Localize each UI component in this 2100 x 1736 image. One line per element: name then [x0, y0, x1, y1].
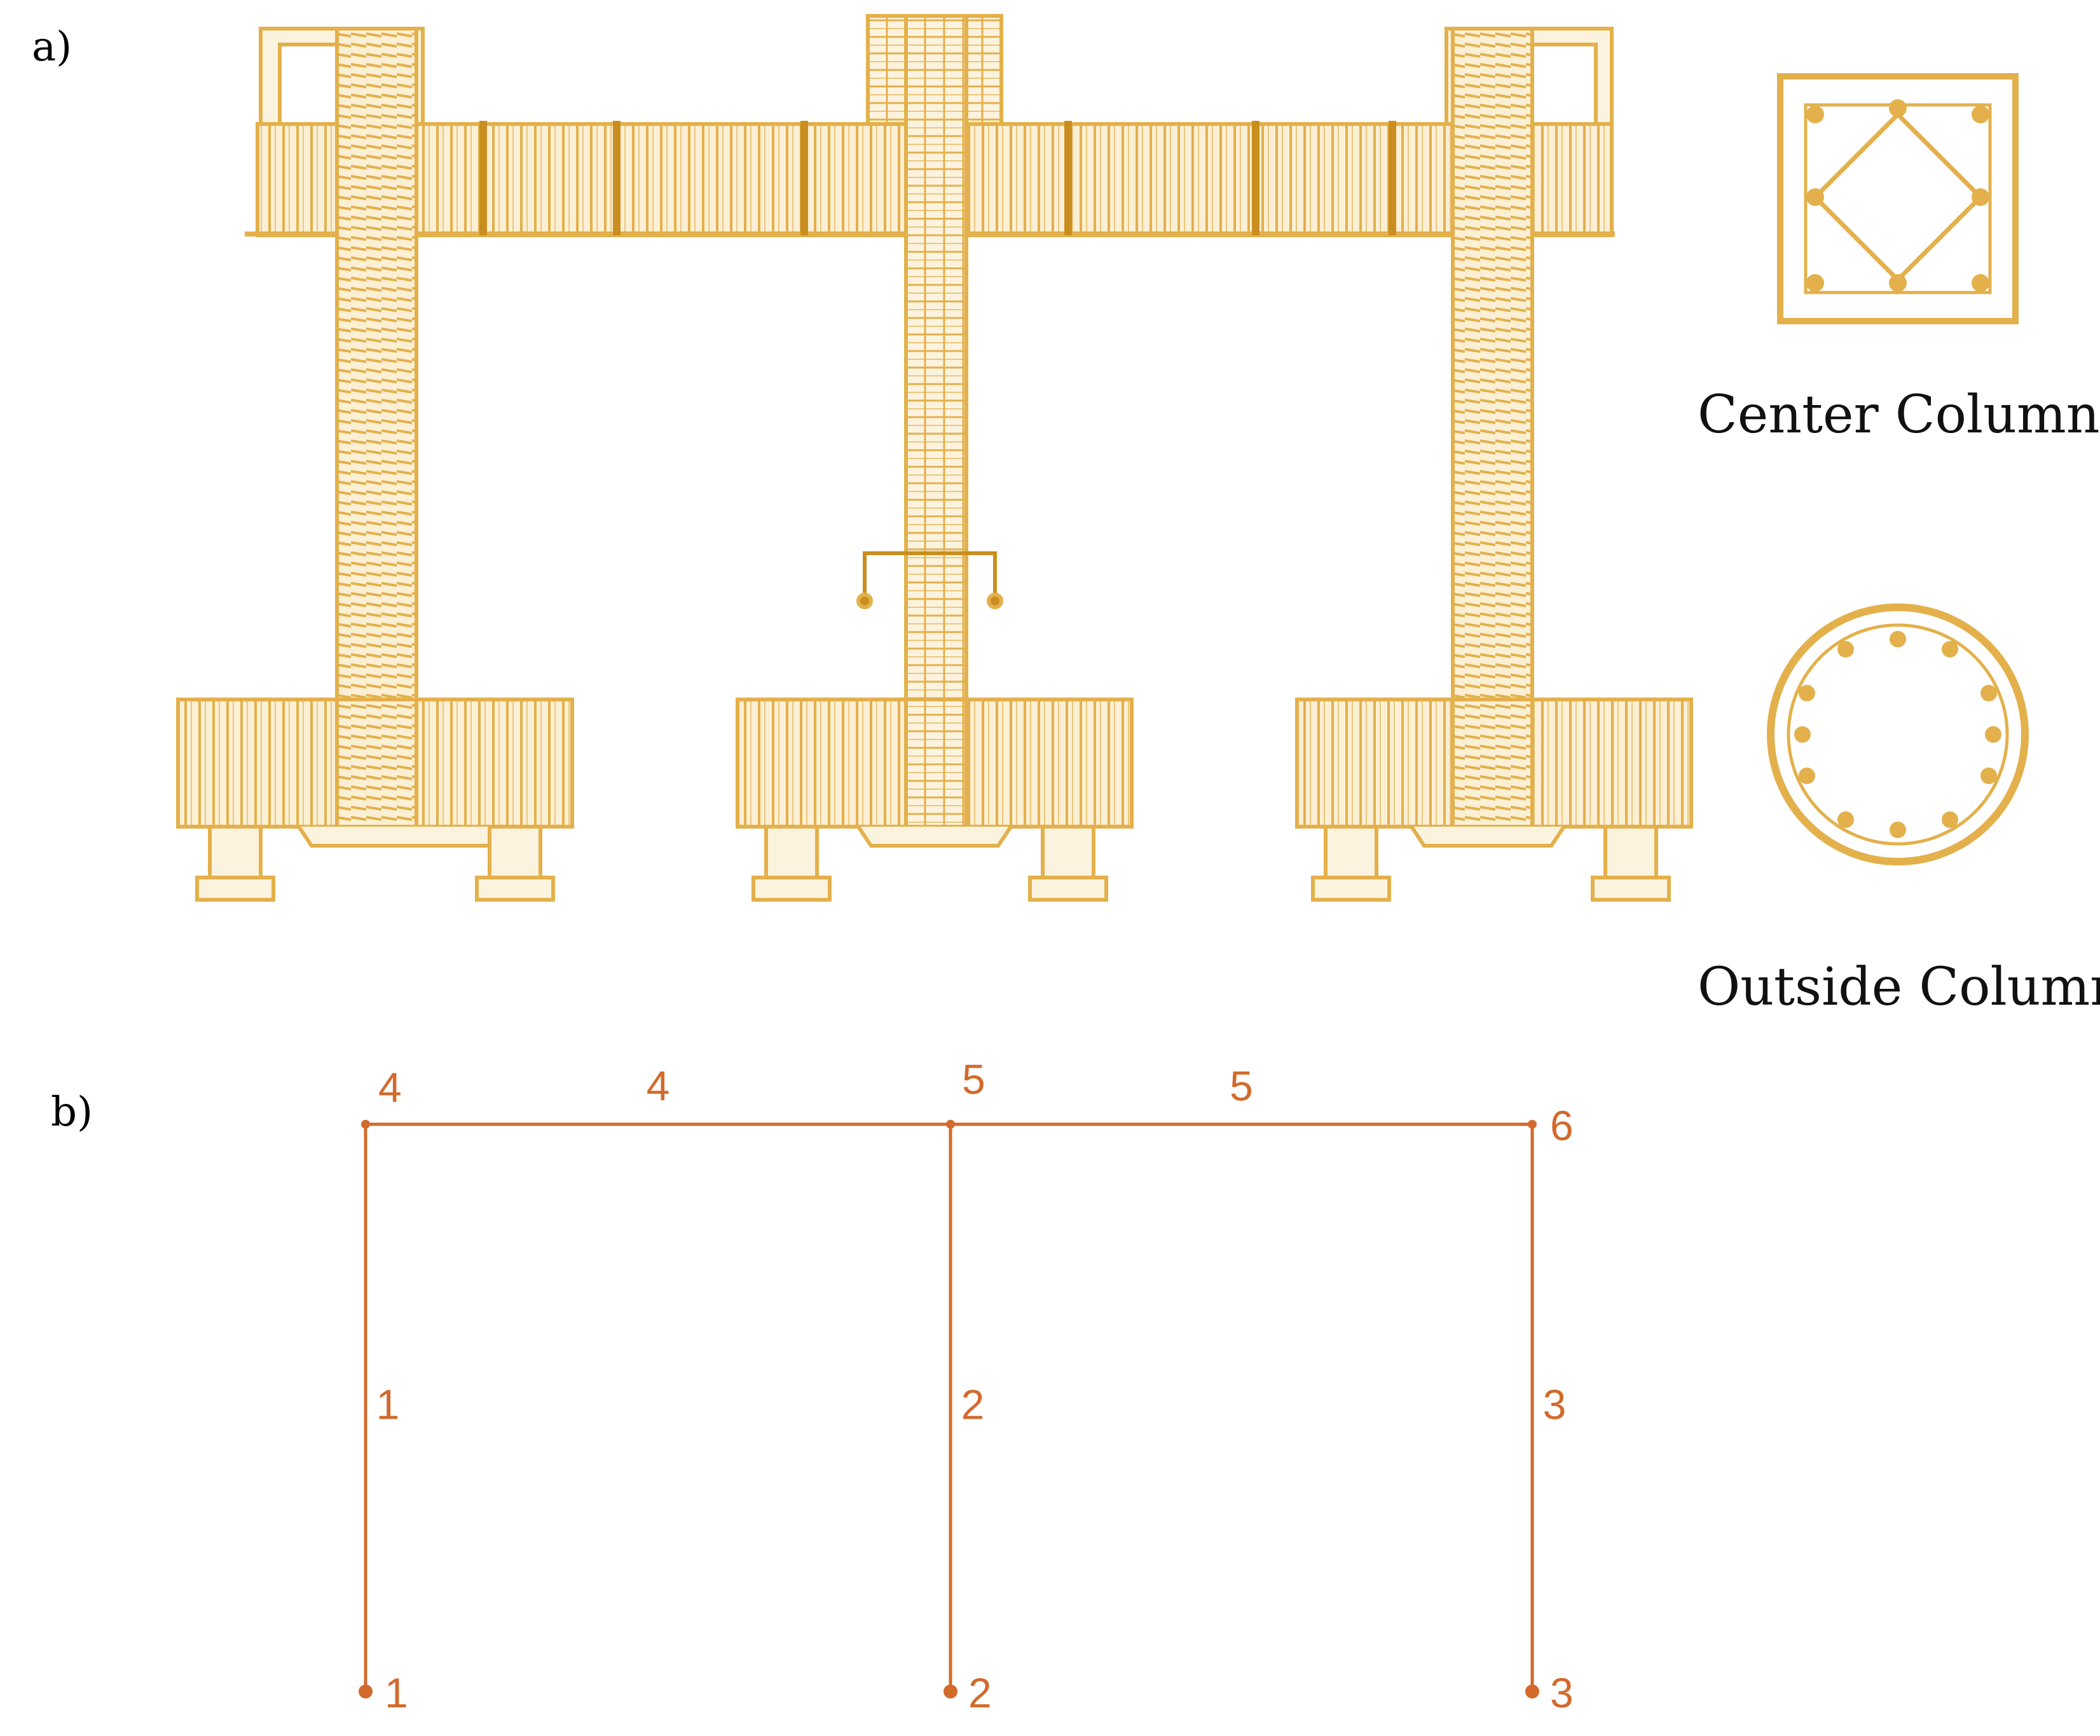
- cap-beam-stirrup-groups: [479, 121, 1396, 235]
- frame-nodes: [359, 1120, 1539, 1698]
- frame-node-5: [946, 1120, 955, 1129]
- frame-model: 1 2 3 4 5 1 2 3 4 5 6: [359, 1056, 1574, 1716]
- footing-center: [736, 698, 1134, 902]
- frame-node-2: [944, 1684, 957, 1698]
- footing-left: [176, 698, 574, 902]
- element-label-2: 2: [961, 1381, 985, 1428]
- center-column-hooks: [863, 551, 997, 598]
- cap-left-block-void: [278, 43, 339, 129]
- node-label-6: 6: [1550, 1102, 1574, 1149]
- frame-node-3: [1525, 1684, 1539, 1698]
- center-column-caption: Center Column: [1698, 385, 2100, 445]
- panel-label-a: a): [32, 24, 72, 71]
- frame-node-6: [1528, 1120, 1537, 1129]
- frame-members: [364, 1122, 1534, 1691]
- frame-node-4: [361, 1120, 370, 1129]
- bent-drawing: [176, 14, 1693, 902]
- cap-right-block-void: [1524, 43, 1598, 129]
- right-column: [1451, 27, 1534, 717]
- center-column: [904, 14, 968, 717]
- outside-column-caption: Outside Column: [1698, 957, 2100, 1017]
- element-label-4: 4: [647, 1062, 670, 1109]
- node-label-5: 5: [962, 1056, 985, 1103]
- element-label-5: 5: [1230, 1062, 1253, 1109]
- node-label-1: 1: [385, 1669, 408, 1716]
- center-column-section: [1777, 73, 2019, 324]
- element-label-1: 1: [376, 1381, 400, 1428]
- element-label-3: 3: [1543, 1381, 1567, 1428]
- node-label-3: 3: [1550, 1669, 1574, 1716]
- frame-node-1: [359, 1684, 373, 1698]
- left-column: [335, 27, 418, 717]
- panel-label-b: b): [51, 1089, 93, 1136]
- node-label-4: 4: [378, 1064, 402, 1111]
- frame-labels: 1 2 3 4 5 1 2 3 4 5 6: [376, 1056, 1574, 1716]
- outside-column-section: [1767, 603, 2029, 865]
- node-label-2: 2: [968, 1669, 992, 1716]
- footing-right: [1295, 698, 1693, 902]
